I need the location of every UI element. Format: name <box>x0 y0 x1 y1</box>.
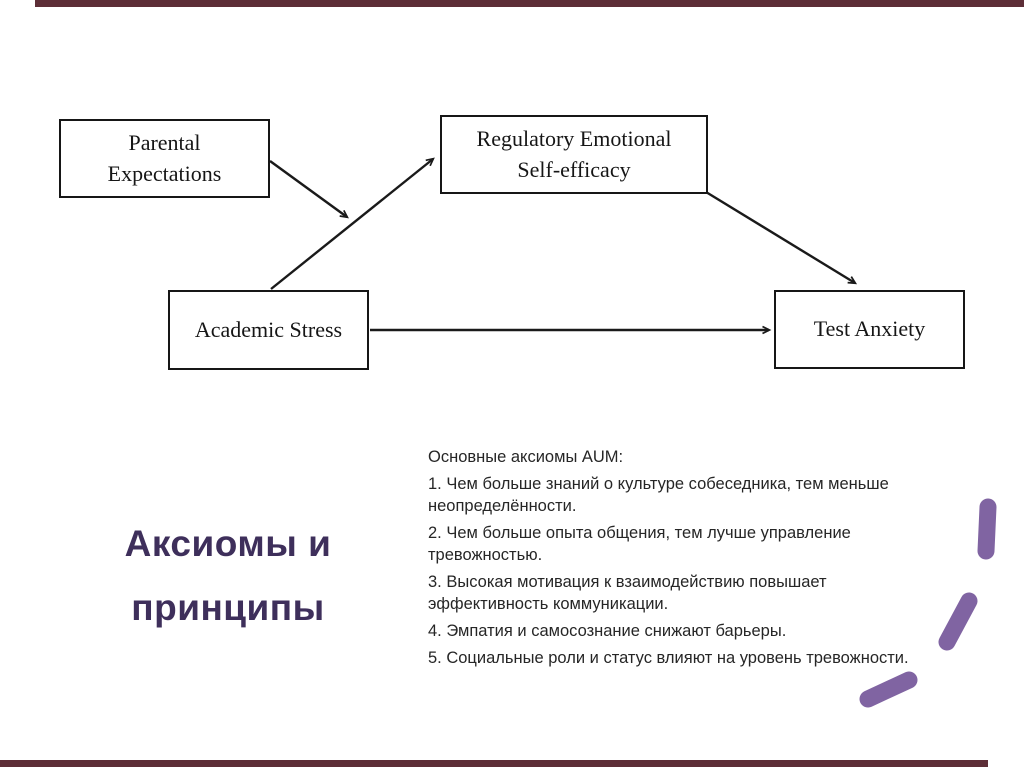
box-parental-expectations-label: Parental Expectations <box>107 129 222 186</box>
arrow-parental-to-path <box>269 160 349 219</box>
axiom-item-4: 4. Эмпатия и самосознание снижают барьер… <box>428 622 787 640</box>
arrow-academic-to-regulatory <box>270 157 435 290</box>
top-accent-bar <box>35 0 1024 7</box>
axioms-text-block: Основные аксиомы AUM: 1. Чем больше знан… <box>428 446 924 674</box>
box-test-anxiety: Test Anxiety <box>774 290 965 369</box>
diagram-arrows <box>269 157 858 335</box>
box-academic-stress: Academic Stress <box>168 290 369 370</box>
axiom-item-1: 1. Чем больше знаний о культуре собеседн… <box>428 475 889 515</box>
box-academic-stress-label: Academic Stress <box>194 316 343 342</box>
slide-title-line1: Аксиомы и <box>124 523 332 564</box>
axioms-heading: Основные аксиомы AUM: <box>428 448 624 466</box>
axiom-item-5: 5. Социальные роли и статус влияют на ур… <box>428 649 909 667</box>
box-regulatory-emotional-self-efficacy: Regulatory Emotional Self-efficacy <box>440 115 708 194</box>
swoosh-dash-top <box>977 498 997 560</box>
swoosh-dash-bottom <box>859 671 918 708</box>
bottom-accent-bar <box>0 760 988 767</box>
axiom-item-3: 3. Высокая мотивация к взаимодействию по… <box>428 573 827 613</box>
swoosh-dash-middle <box>938 592 978 651</box>
purple-swoosh-decoration <box>859 498 997 708</box>
slide-title-line2: принципы <box>131 587 325 628</box>
mediation-diagram: Parental Expectations Regulatory Emotion… <box>59 115 965 370</box>
slide-title: Аксиомы и принципы <box>70 512 386 640</box>
arrow-regulatory-to-test <box>705 190 858 285</box>
box-parental-expectations: Parental Expectations <box>59 119 270 198</box>
axiom-item-2: 2. Чем больше опыта общения, тем лучше у… <box>428 524 851 564</box>
box-test-anxiety-label: Test Anxiety <box>813 316 926 342</box>
box-regulatory-label: Regulatory Emotional Self-efficacy <box>476 125 672 182</box>
